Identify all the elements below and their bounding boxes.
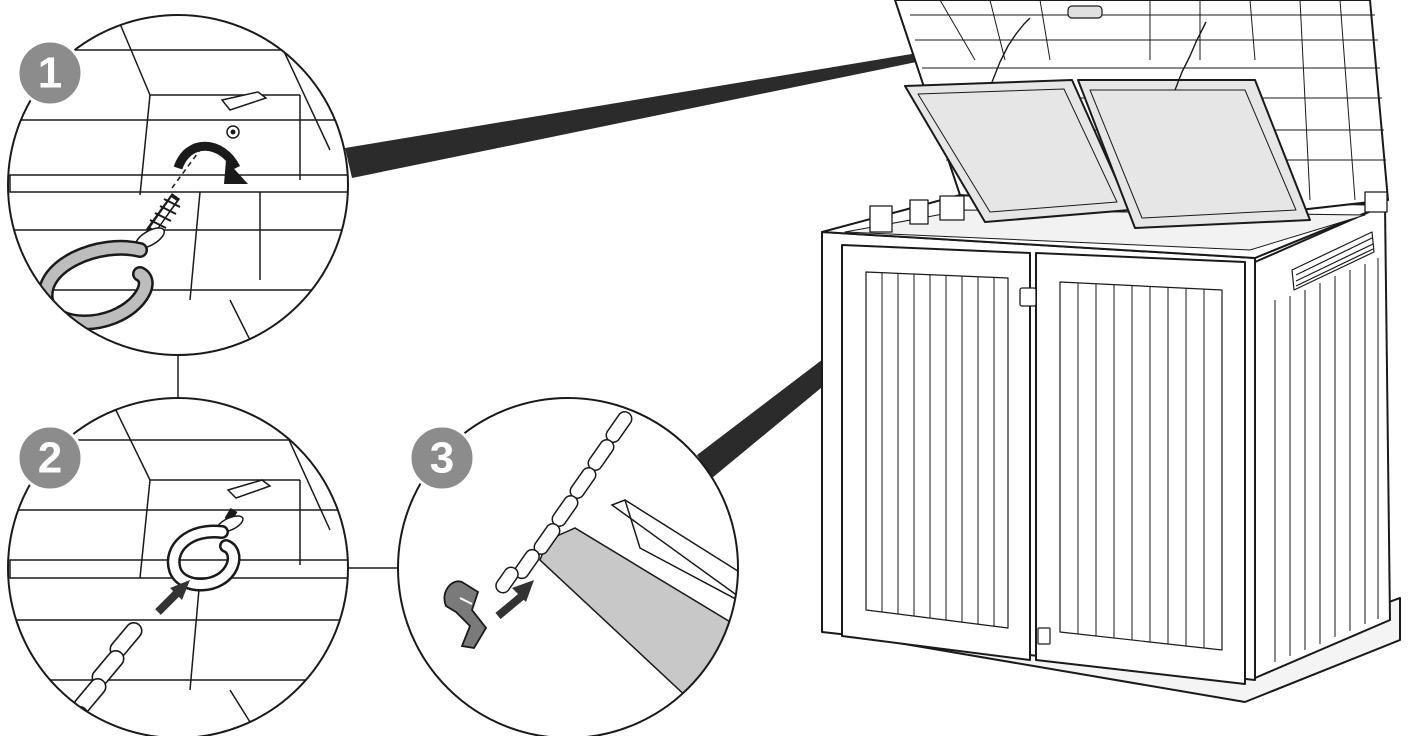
shed-left-door xyxy=(842,245,1030,660)
step-number-1: 1 xyxy=(38,49,62,98)
storage-shed xyxy=(822,0,1400,702)
step-badge-1: 1 xyxy=(18,41,82,105)
door-latch xyxy=(1020,288,1036,306)
detail-circle-2: 2 xyxy=(0,398,360,736)
step-number-2: 2 xyxy=(38,434,62,483)
detail-circle-1: 1 xyxy=(0,0,360,360)
door-lock xyxy=(1038,628,1050,644)
shed-right-door xyxy=(1036,253,1245,684)
callout-beam-1 xyxy=(345,44,975,178)
lid-handle xyxy=(1068,6,1102,18)
step-badge-3: 3 xyxy=(410,426,474,490)
step-number-3: 3 xyxy=(430,434,454,483)
step-badge-2: 2 xyxy=(18,426,82,490)
